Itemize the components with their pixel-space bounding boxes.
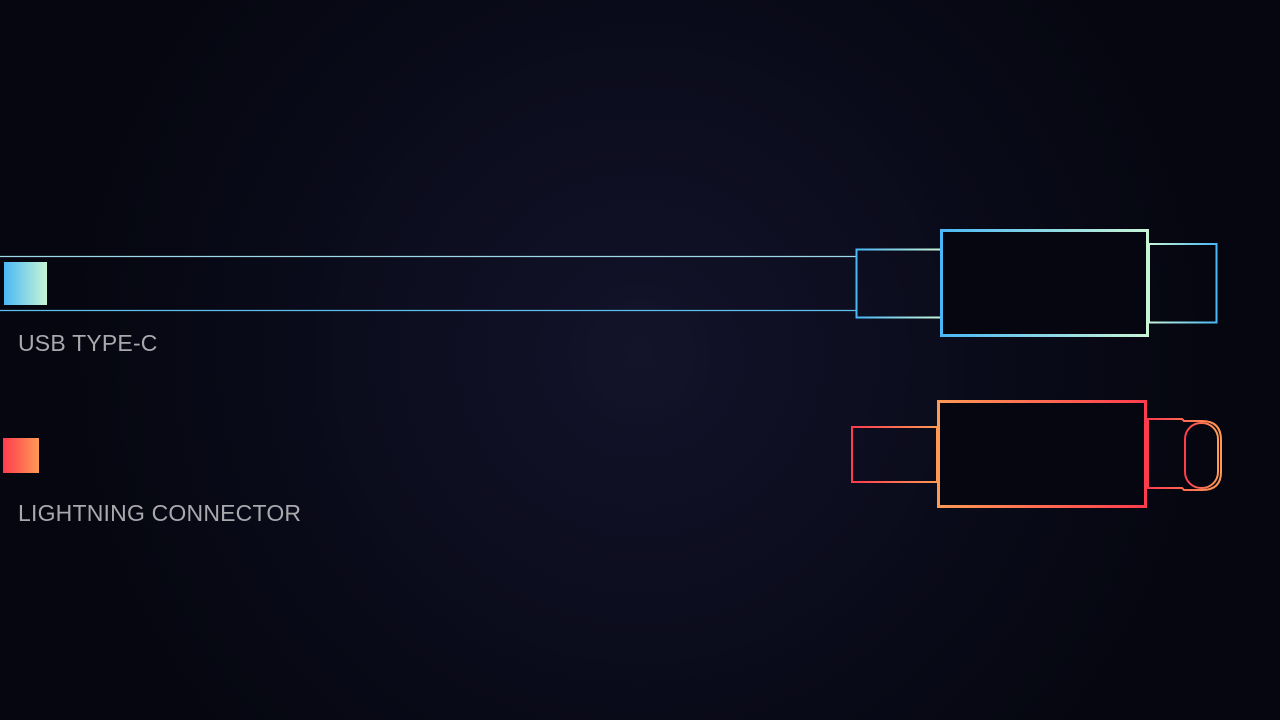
usb-c-color-swatch — [4, 262, 47, 305]
usb-c-cable — [0, 229, 1218, 337]
lightning-pins — [1193, 430, 1208, 479]
lightning-cable — [0, 400, 1222, 508]
lightning-color-swatch — [3, 438, 39, 473]
lightning-label: LIGHTNING CONNECTOR — [18, 500, 302, 526]
usb-c-label: USB TYPE-C — [18, 330, 158, 356]
